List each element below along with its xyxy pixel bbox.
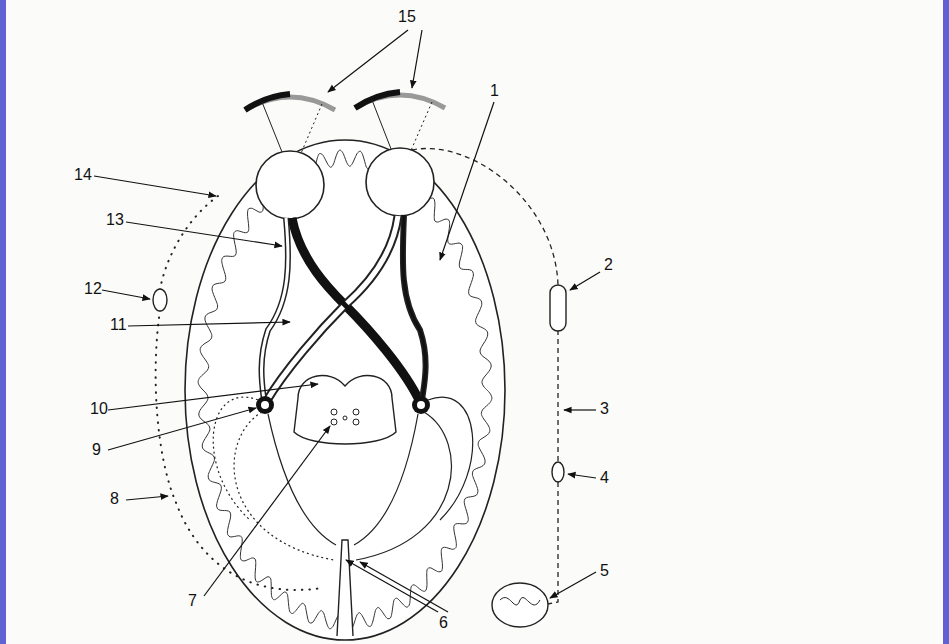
leader-lines (94, 30, 600, 612)
ganglion (552, 462, 564, 482)
optic-pathway (262, 215, 426, 402)
frame-strip (943, 0, 949, 644)
lateral-geniculate (412, 396, 430, 414)
midbrain-nuclei (331, 409, 359, 425)
callout-number: 13 (104, 211, 126, 229)
spinal-cord (492, 583, 548, 627)
parasympathetic-pathway (156, 196, 322, 590)
callout-number: 9 (90, 441, 103, 459)
eyeball (366, 148, 434, 216)
callout-number: 7 (186, 592, 199, 610)
occipital-fissure (337, 540, 353, 636)
ganglion (550, 285, 566, 331)
callout-number: 4 (598, 469, 611, 487)
callout-number: 5 (598, 562, 611, 580)
optic-radiations (213, 397, 472, 560)
frame-strip (0, 0, 6, 644)
eyeball (256, 151, 324, 219)
callout-number: 2 (602, 256, 615, 274)
callout-number: 14 (72, 166, 94, 184)
lateral-geniculate (256, 396, 274, 414)
ganglion (153, 289, 167, 311)
sympathetic-pathway (412, 149, 558, 604)
midbrain (294, 376, 396, 444)
callout-number: 12 (82, 280, 104, 298)
callout-number: 11 (108, 316, 129, 334)
callout-number: 15 (396, 8, 418, 26)
callout-number: 8 (108, 490, 121, 508)
brain-outline (185, 140, 505, 640)
spinal-grey-matter (500, 598, 540, 605)
callout-number: 1 (488, 82, 501, 100)
callout-number: 3 (598, 400, 611, 418)
callout-number: 10 (88, 400, 110, 418)
callout-number: 6 (437, 614, 450, 632)
